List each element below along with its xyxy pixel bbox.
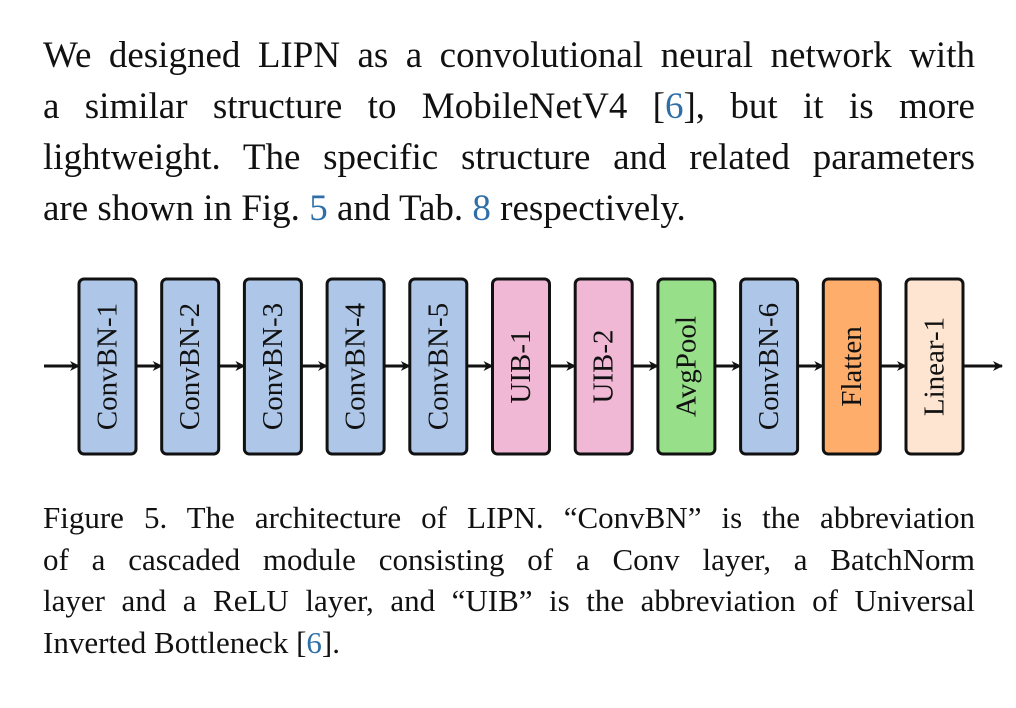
layer-label: Linear-1 — [919, 317, 951, 416]
citation-link-6[interactable]: 6 — [664, 86, 684, 127]
layer-label: UIB-1 — [505, 329, 537, 403]
figure-caption: Figure 5. The architecture of LIPN. “Con… — [43, 497, 975, 663]
figure-ref-link[interactable]: 5 — [309, 188, 328, 229]
caption-line-2: of a cascaded module consisting of a Con… — [43, 541, 975, 577]
caption-citation-link-6[interactable]: 6 — [306, 624, 322, 660]
layer-label: UIB-2 — [588, 329, 620, 403]
layer-label: ConvBN-1 — [92, 303, 124, 430]
caption-line-3: layer and a ReLU layer, and “UIB” is the… — [43, 583, 975, 618]
architecture-figure: ConvBN-1 ConvBN-2 ConvBN-3 ConvBN-4 ConvBN-5… — [0, 265, 1016, 465]
intro-line-3: lightweight. The specific structure and … — [43, 137, 975, 178]
caption-line-1: Figure 5. The architecture of LIPN. “Con… — [43, 500, 975, 535]
layer-label: ConvBN-4 — [340, 302, 372, 430]
intro-line-2: a similar structure to MobileNetV4 [6], … — [43, 81, 975, 132]
intro-paragraph: We designed LIPN as a convolutional neur… — [43, 30, 975, 234]
architecture-diagram: ConvBN-1 ConvBN-2 ConvBN-3 ConvBN-4 ConvBN-5… — [44, 277, 1003, 456]
layer-label: ConvBN-3 — [257, 303, 289, 430]
layer-label: ConvBN-2 — [174, 303, 206, 430]
intro-line-2-start: a similar structure to MobileNetV4 [6], … — [43, 86, 975, 127]
layer-label: AvgPool — [670, 316, 702, 417]
intro-line-4: are shown in Fig. 5 and Tab. 8 respectiv… — [43, 188, 686, 229]
layer-label: ConvBN-5 — [422, 303, 454, 430]
layer-label: ConvBN-6 — [753, 303, 785, 430]
table-ref-link[interactable]: 8 — [472, 188, 491, 229]
intro-line-1: We designed LIPN as a convolutional neur… — [43, 35, 975, 76]
layer-label: Flatten — [836, 326, 868, 407]
caption-line-4: Inverted Bottleneck [6]. — [43, 624, 340, 660]
